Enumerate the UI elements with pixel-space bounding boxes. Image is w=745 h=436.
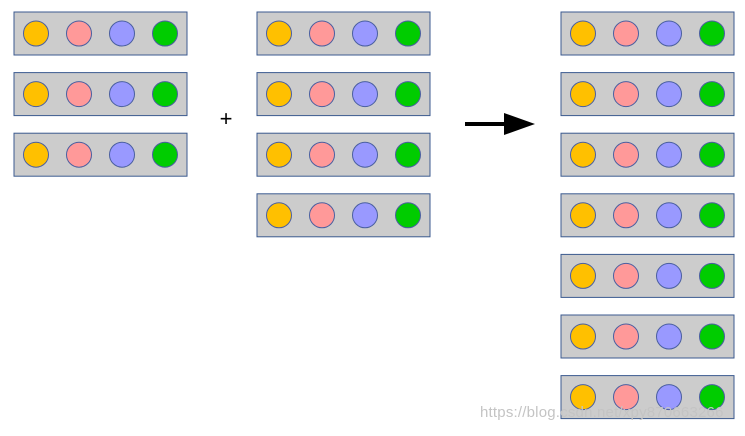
vector-row (256, 193, 431, 238)
element-circle (395, 81, 421, 108)
element-circle (266, 141, 292, 168)
element-circle (309, 141, 335, 168)
element-circle (309, 20, 335, 47)
element-circle (656, 384, 682, 411)
element-circle (699, 384, 725, 411)
element-circle (570, 141, 596, 168)
element-circle (66, 81, 92, 108)
vector-row (560, 72, 735, 117)
element-circle (395, 20, 421, 47)
vector-row (13, 132, 188, 177)
element-circle (613, 323, 639, 350)
element-circle (352, 141, 378, 168)
element-circle (309, 81, 335, 108)
element-circle (66, 20, 92, 47)
vector-row (256, 11, 431, 56)
vector-row (560, 253, 735, 298)
element-circle (309, 202, 335, 229)
vector-row (560, 314, 735, 359)
element-circle (352, 202, 378, 229)
element-circle (570, 262, 596, 289)
element-circle (352, 20, 378, 47)
group-result (560, 11, 735, 420)
element-circle (109, 81, 135, 108)
vector-row (560, 193, 735, 238)
element-circle (570, 20, 596, 47)
element-circle (570, 81, 596, 108)
element-circle (613, 81, 639, 108)
vector-row (13, 72, 188, 117)
element-circle (613, 20, 639, 47)
element-circle (613, 262, 639, 289)
element-circle (613, 384, 639, 411)
element-circle (699, 323, 725, 350)
vector-row (256, 72, 431, 117)
element-circle (656, 81, 682, 108)
element-circle (656, 262, 682, 289)
element-circle (23, 141, 49, 168)
element-circle (570, 384, 596, 411)
element-circle (699, 20, 725, 47)
element-circle (152, 81, 178, 108)
arrow-head (504, 113, 535, 135)
element-circle (656, 202, 682, 229)
element-circle (109, 20, 135, 47)
element-circle (570, 202, 596, 229)
element-circle (656, 323, 682, 350)
element-circle (656, 20, 682, 47)
vector-row (560, 11, 735, 56)
group-b (256, 11, 431, 238)
vector-row (13, 11, 188, 56)
plus-operator: + (219, 106, 233, 131)
group-a (13, 11, 188, 177)
element-circle (66, 141, 92, 168)
element-circle (699, 141, 725, 168)
element-circle (266, 81, 292, 108)
element-circle (266, 20, 292, 47)
element-circle (570, 323, 596, 350)
element-circle (23, 20, 49, 47)
element-circle (266, 202, 292, 229)
vector-row (560, 375, 735, 420)
vector-row (560, 132, 735, 177)
element-circle (699, 202, 725, 229)
element-circle (699, 81, 725, 108)
watermark: https://blog.csdn.net/xpy870663266 (480, 404, 724, 421)
right-arrow (465, 113, 535, 135)
element-circle (395, 202, 421, 229)
element-circle (613, 141, 639, 168)
element-circle (109, 141, 135, 168)
element-circle (613, 202, 639, 229)
element-circle (656, 141, 682, 168)
element-circle (352, 81, 378, 108)
element-circle (699, 262, 725, 289)
element-circle (152, 141, 178, 168)
element-circle (152, 20, 178, 47)
element-circle (23, 81, 49, 108)
vector-row (256, 132, 431, 177)
element-circle (395, 141, 421, 168)
